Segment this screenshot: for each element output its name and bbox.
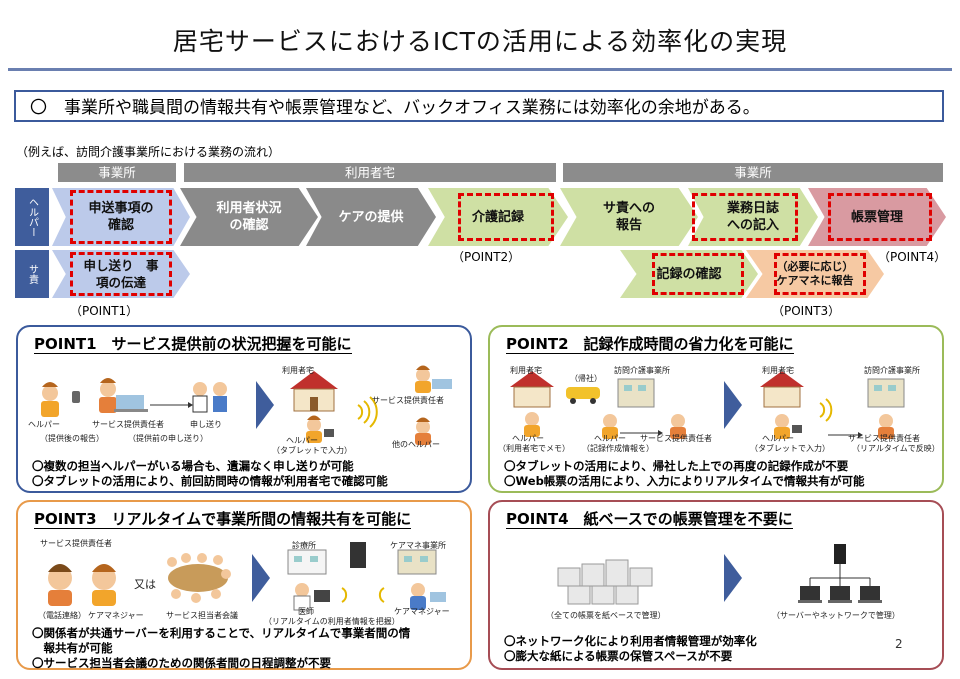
p2-cap-tab-note: （タブレットで入力） [750, 444, 830, 453]
p4-cap-server: （サーバーやネットワークで管理） [772, 611, 900, 620]
p1-note-2: 〇タブレットの活用により、前回訪問時の情報が利用者宅で確認可能 [32, 474, 388, 488]
p2-cap-sa: サービス提供責任者 [640, 434, 712, 443]
p3-cap-cm2: ケアマネジャー [394, 607, 450, 616]
panel-point3-illustration [48, 542, 446, 611]
point2-label: （POINT2） [452, 250, 521, 264]
p3-cap-doctor: 医師 [298, 607, 314, 616]
flow-step-confirm-record: 記録の確認 [620, 250, 758, 298]
p2-cap-doc-note: （記録作成情報を） [582, 444, 654, 453]
p4-cap-paper: （全ての帳票を紙ベースで管理） [546, 611, 666, 620]
p2-note-2: 〇Web帳票の活用により、入力によりリアルタイムで情報共有が可能 [504, 474, 865, 488]
p2-cap-memo-note: （利用者宅でメモ） [498, 444, 570, 453]
p3-cap-phone: （電話連絡） [38, 611, 86, 620]
row-label-sa: サ責 [15, 250, 49, 298]
p3-cap-meeting: サービス担当者会議 [166, 611, 238, 620]
flow-step-care-record: 介護記録 [428, 188, 568, 246]
p3-cap-clinic: 診療所 [292, 541, 316, 550]
p1-cap-handover: 申し送り [190, 420, 222, 429]
flow-step-report-cm-note: （必要に応じ） [776, 260, 854, 273]
point1-label: （POINT1） [70, 304, 139, 318]
point4-label: （POINT4） [878, 250, 947, 264]
p2-cap-return: （帰社） [570, 374, 602, 383]
p2-cap-helper-tab: ヘルパー [762, 434, 794, 443]
p1-cap-tablet-input: （タブレットで入力） [272, 446, 352, 455]
p2-cap-helper-memo: ヘルパー [512, 434, 544, 443]
panel-point4-title: POINT4 紙ベースでの帳票管理を不要に [506, 510, 793, 529]
point3-label: （POINT3） [772, 304, 841, 318]
p2-cap-office2: 訪問介護事業所 [864, 366, 920, 375]
p3-cap-or: 又は [134, 578, 156, 591]
row-label-helper: ヘルパー [15, 188, 49, 246]
flow-step-report-cm-label: ケアマネに報告 [776, 274, 854, 287]
flow-step-confirm-handover: 申送事項の 確認 [52, 188, 190, 246]
p1-note-1: 〇複数の担当ヘルパーがいる場合も、遺漏なく申し送りが可能 [32, 459, 354, 473]
summary-banner: 〇 事業所や職員間の情報共有や帳票管理など、バックオフィス業務には効率化の余地が… [14, 90, 944, 122]
panel-point1: POINT1 サービス提供前の状況把握を可能に [16, 325, 472, 493]
header-user-home: 利用者宅 [184, 163, 556, 182]
panel-point2-illustration [510, 371, 905, 439]
flow-step-form-management: 帳票管理 [808, 188, 946, 246]
p2-cap-user-home: 利用者宅 [510, 366, 542, 375]
p3-cap-doctor-note: （リアルタイムの利用者情報を把握） [264, 617, 400, 626]
flow-step-report-cm: （必要に応じ） ケアマネに報告 [746, 250, 884, 298]
p1-cap-report-before: （提供後の報告） [40, 434, 104, 443]
panel-point3: POINT3 リアルタイムで事業所間の情報共有を可能に サービス提供責任者 又は… [16, 500, 472, 670]
panel-point1-illustration [41, 365, 452, 445]
p1-cap-helper-tablet: ヘルパー [286, 436, 318, 445]
p1-cap-sa: サービス提供責任者 [92, 420, 164, 429]
p2-cap-user-home2: 利用者宅 [762, 366, 794, 375]
title-divider [8, 68, 952, 71]
p1-cap-helper: ヘルパー [28, 420, 60, 429]
p2-note-1: 〇タブレットの活用により、帰社した上での再度の記録作成が不要 [504, 459, 849, 473]
panel-point1-title: POINT1 サービス提供前の状況把握を可能に [34, 335, 352, 354]
page-number: 2 [895, 637, 903, 651]
p2-cap-realtime: （リアルタイムで反映） [852, 444, 940, 453]
flow-step-provide-care: ケアの提供 [306, 188, 436, 246]
panel-point2: POINT2 記録作成時間の省力化を可能に 利用者宅 （帰社） 訪問介護事業所 … [488, 325, 944, 493]
p1-cap-handover-before: （提供前の申し送り） [128, 434, 208, 443]
flow-step-business-log: 業務日誌 への記入 [688, 188, 818, 246]
panel-point2-title: POINT2 記録作成時間の省力化を可能に [506, 335, 794, 354]
example-caption: （例えば、訪問介護事業所における業務の流れ） [16, 145, 281, 159]
page-title: 居宅サービスにおけるICTの活用による効率化の実現 [172, 27, 788, 56]
p2-cap-office: 訪問介護事業所 [614, 366, 670, 375]
p3-note-2: 報共有が可能 [32, 641, 113, 655]
flow-step-report-to-sa: サ責への 報告 [560, 188, 698, 246]
p2-cap-sa2: サービス提供責任者 [848, 434, 920, 443]
p4-note-2: 〇膨大な紙による帳票の保管スペースが不要 [504, 649, 733, 663]
p3-note-3: 〇サービス担当者会議のための関係者間の日程調整が不要 [32, 656, 331, 670]
flow-step-check-user-status: 利用者状況 の確認 [180, 188, 318, 246]
panel-point3-title: POINT3 リアルタイムで事業所間の情報共有を可能に [34, 510, 412, 529]
panel-point4-illustration [557, 544, 882, 605]
p2-cap-helper-doc: ヘルパー [594, 434, 626, 443]
p3-cap-sa: サービス提供責任者 [40, 539, 112, 548]
p3-cap-cm-office: ケアマネ事業所 [390, 541, 446, 550]
p3-note-1: 〇関係者が共通サーバーを利用することで、リアルタイムで事業者間の情 [32, 626, 411, 640]
p1-cap-user-home: 利用者宅 [282, 366, 314, 375]
flow-step-handover-transfer: 申し送り 事 項の伝達 [52, 250, 190, 298]
p1-cap-other-helper: 他のヘルパー [392, 440, 440, 449]
header-office-left: 事業所 [58, 163, 176, 182]
panel-point4: POINT4 紙ベースでの帳票管理を不要に （全ての帳票を紙ベースで管理） （サ… [488, 500, 944, 670]
header-office-right: 事業所 [563, 163, 943, 182]
p4-note-1: 〇ネットワーク化により利用者情報管理が効率化 [504, 634, 757, 648]
p1-cap-sa-right: サービス提供責任者 [372, 396, 444, 405]
p3-cap-cm: ケアマネジャー [88, 611, 144, 620]
